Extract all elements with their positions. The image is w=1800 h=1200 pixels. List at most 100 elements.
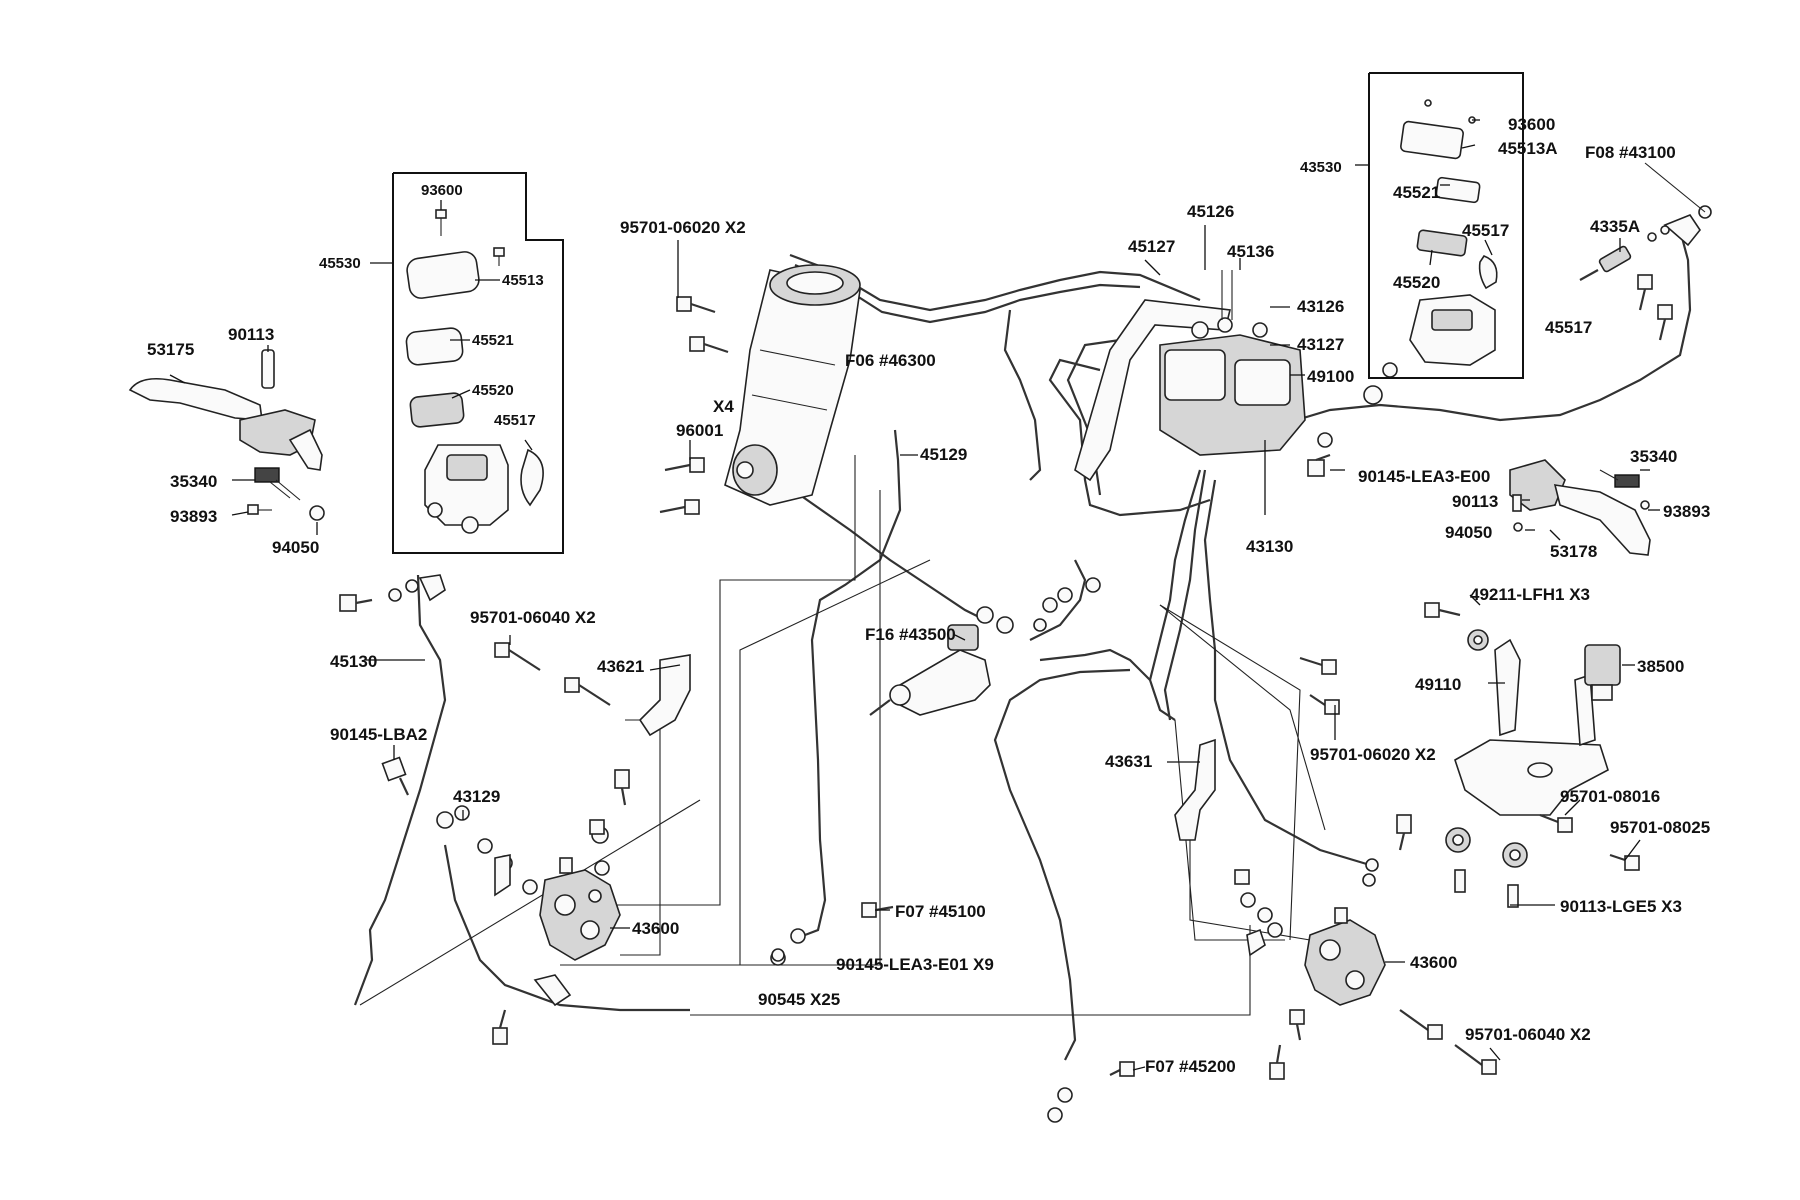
label-90113-left: 90113 (228, 325, 274, 344)
label-45127: 45127 (1128, 237, 1175, 256)
abs-down-pipe-c (1163, 469, 1207, 721)
label-90113-lge5: 90113-LGE5 X3 (1560, 897, 1682, 916)
label-35340-left: 35340 (170, 472, 217, 491)
label-45130: 45130 (330, 652, 377, 671)
washer-icon (477, 838, 493, 854)
f06-cylinder-assembly (724, 264, 861, 506)
washer-icon (1057, 587, 1073, 603)
washer-icon (1267, 922, 1283, 938)
pin-90113-icon (1512, 494, 1522, 512)
switch-35340-icon (1614, 474, 1640, 488)
label-90145-lba2: 90145-LBA2 (330, 725, 427, 744)
label-53178: 53178 (1550, 542, 1597, 561)
label-45521: 45521 (472, 332, 514, 349)
abs-port-icon (1191, 321, 1209, 339)
washer-icon (454, 805, 470, 821)
diaphragm-45520-icon (1416, 229, 1468, 257)
f16-right-pipe (1039, 648, 1151, 681)
label-f08: F08 #43100 (1585, 143, 1676, 162)
f08-hose-fitting (1644, 162, 1712, 247)
washer-icon (388, 588, 402, 602)
washer-icon (1365, 858, 1379, 872)
relay-38500-icon (1584, 644, 1621, 701)
right-caliper-hardware (1047, 814, 1497, 1123)
label-93600-left: 93600 (421, 182, 463, 199)
bolt-icon (1396, 814, 1412, 851)
screw-icon (435, 209, 447, 236)
label-90545: 90545 X25 (758, 990, 840, 1009)
reservoir-cap-45513a-icon (1400, 120, 1464, 160)
label-45530: 45530 (319, 255, 361, 272)
washer-icon (1047, 1107, 1063, 1123)
label-x4: X4 (713, 397, 734, 416)
washer-icon (1362, 873, 1376, 887)
label-95701-06040-left: 95701-06040 X2 (470, 608, 596, 627)
label-95701-08025: 95701-08025 (1610, 818, 1710, 837)
label-94050-left: 94050 (272, 538, 319, 557)
bracket-49110-icon (1454, 638, 1609, 816)
bracket-43631-icon (1174, 738, 1216, 841)
grommet-icon (1445, 827, 1471, 853)
brake-pipe-f16 (799, 494, 986, 621)
bolt-icon (1269, 1044, 1285, 1080)
kit-boundary-45530 (392, 172, 564, 554)
label-45521-right: 45521 (1393, 183, 1440, 202)
label-f06: F06 #46300 (845, 351, 936, 370)
abs-bracket-icon (1074, 299, 1231, 482)
bolt-95701-06040-right-icon (1399, 1009, 1443, 1040)
label-49100: 49100 (1307, 367, 1354, 386)
abs-loop-pipe (1048, 358, 1211, 517)
washer-icon (436, 811, 454, 829)
label-45520: 45520 (472, 382, 514, 399)
f07-45200-bolt-icon (1109, 1061, 1135, 1077)
washer-icon (522, 879, 538, 895)
label-53175: 53175 (147, 340, 194, 359)
washer-icon (1363, 385, 1383, 405)
label-95701-06040-right: 95701-06040 X2 (1465, 1025, 1591, 1044)
f16-hardware (1033, 577, 1101, 632)
label-94050-right: 94050 (1445, 523, 1492, 542)
washer-icon (1257, 907, 1273, 923)
bolt-icon (494, 642, 541, 671)
clamp-45517-icon (520, 448, 544, 507)
label-45517-left: 45517 (494, 412, 536, 429)
abs-down-pipe-b (1203, 479, 1371, 867)
lever-53178-icon (1553, 484, 1651, 556)
banjo-fitting-icon (1246, 928, 1266, 957)
bolt-icon (659, 499, 700, 515)
washer-icon (594, 860, 610, 876)
label-43621: 43621 (597, 657, 644, 676)
bolt-90145-lea3-e00-icon (1307, 453, 1331, 477)
brake-hose-45129 (804, 429, 902, 937)
nut-94050-icon (1513, 522, 1523, 532)
label-96001: 96001 (676, 421, 723, 440)
switch-35340-icon (254, 467, 280, 483)
pin-90113-icon (261, 349, 275, 389)
brake-hose-43129 (443, 844, 690, 1012)
bolt-45517-icon (1637, 274, 1653, 311)
lever-pivot-icon (288, 428, 323, 471)
bolt-icon (339, 594, 373, 612)
washer-icon (1382, 362, 1398, 378)
nut-94050-icon (309, 505, 325, 521)
label-93893-right: 93893 (1663, 502, 1710, 521)
master-cylinder-body-icon (424, 444, 509, 534)
right-brake-lever-assembly (1509, 459, 1651, 556)
label-45517-right: 45517 (1462, 221, 1509, 240)
label-f07-45200: F07 #45200 (1145, 1057, 1236, 1076)
switch-4335a-icon (1579, 225, 1670, 281)
reservoir-cap-45513-icon (406, 251, 480, 299)
label-45513: 45513 (502, 272, 544, 289)
right-master-cylinder-kit (1368, 72, 1524, 379)
left-hose-fittings (339, 574, 446, 796)
label-90145-lea3-e00: 90145-LEA3-E00 (1358, 467, 1490, 486)
washer-icon (1042, 597, 1058, 613)
washer-icon (405, 579, 419, 593)
abs-modulator-assembly (1074, 270, 1306, 482)
bolt-95701-08025-icon (1609, 853, 1640, 871)
label-38500: 38500 (1637, 657, 1684, 676)
label-f16: F16 #43500 (865, 625, 956, 644)
bolt-icon (1454, 1044, 1497, 1075)
bolt-icon (1299, 656, 1337, 675)
